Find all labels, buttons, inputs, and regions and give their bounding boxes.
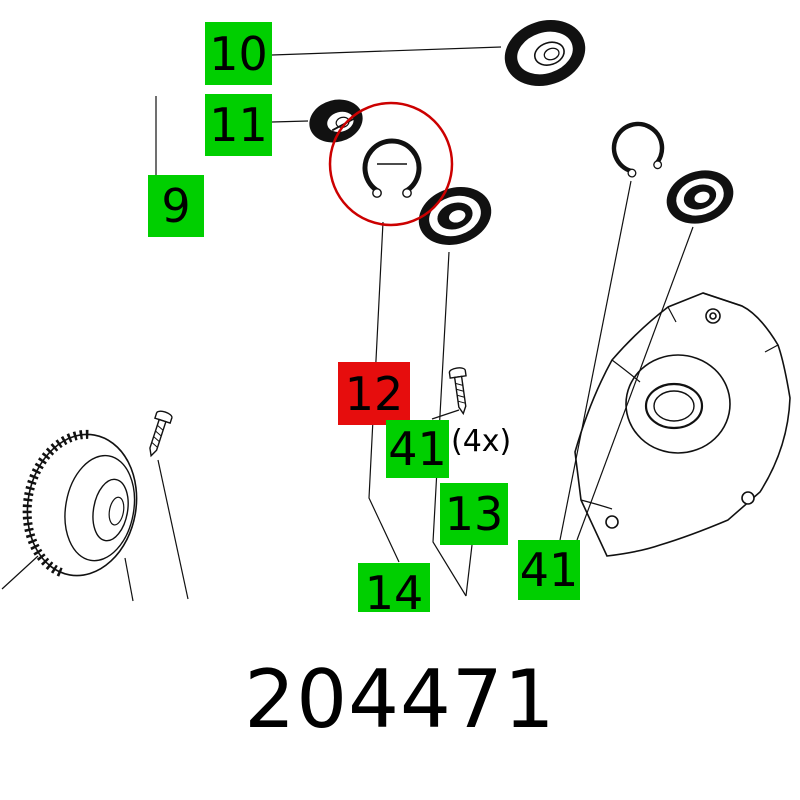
retaining-ring-icon <box>362 138 422 198</box>
part-label-12[interactable]: 12 <box>338 362 410 425</box>
adjustment-knob-icon <box>22 429 138 578</box>
retaining-ring-2-icon <box>611 121 665 178</box>
part-label-41[interactable]: 41 <box>386 420 449 478</box>
part-label-14[interactable]: 14 <box>358 563 430 612</box>
screw-icon <box>142 408 174 459</box>
bearing-top-icon <box>504 20 586 86</box>
part-label-10[interactable]: 10 <box>205 22 272 85</box>
screw-4x-icon <box>448 366 472 416</box>
document-part-number: 204471 <box>244 653 556 746</box>
quantity-note: (4x) <box>451 424 512 459</box>
gear-housing-icon <box>574 292 791 557</box>
leader-lines <box>1 46 694 602</box>
part-label-9[interactable]: 9 <box>148 175 204 237</box>
part-label-41b[interactable]: 41 <box>518 540 580 600</box>
highlight-circle <box>328 101 454 227</box>
bushing-icon <box>309 99 363 143</box>
part-label-13[interactable]: 13 <box>440 483 508 545</box>
part-label-11[interactable]: 11 <box>205 94 272 156</box>
ball-bearing-2-icon <box>659 161 741 233</box>
